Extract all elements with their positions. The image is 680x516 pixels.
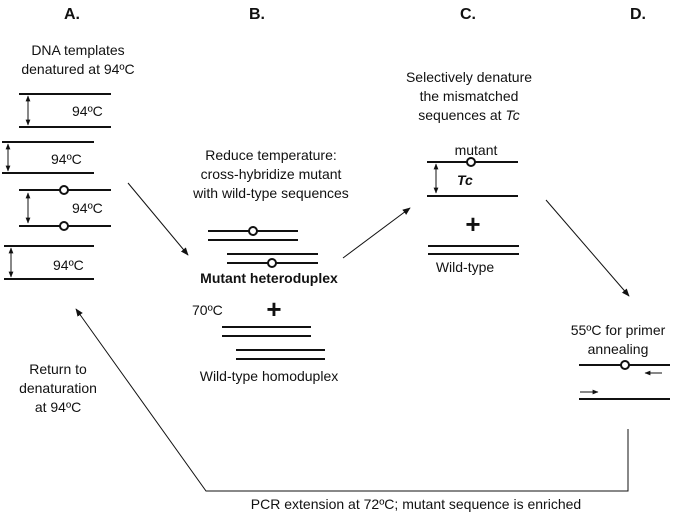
panel-a: DNA templates denatured at 94ºC 94ºC 94º…: [2, 42, 135, 280]
arrow-b-to-c: [342, 207, 411, 259]
heteroduplex-label: Mutant heteroduplex: [200, 270, 338, 286]
annealing-line-1: 55ºC for primer: [571, 322, 666, 338]
mutation-marker: [267, 258, 277, 268]
mutation-marker: [620, 360, 630, 370]
temp-label: 94ºC: [53, 257, 84, 273]
annealing-temp-label: 70ºC: [192, 302, 223, 318]
panel-b-title-line-3: with wild-type sequences: [192, 185, 349, 201]
homoduplex-label: Wild-type homoduplex: [200, 368, 339, 384]
panel-a-letter: A.: [64, 6, 80, 23]
return-line-1: Return to: [29, 361, 87, 377]
panel-b-letter: B.: [249, 6, 265, 23]
return-line-3: at 94ºC: [35, 399, 81, 415]
panel-a-title-line-2: denatured at 94ºC: [21, 61, 134, 77]
panel-b-title-line-2: cross-hybridize mutant: [201, 166, 342, 182]
plus-sign: +: [266, 294, 281, 324]
extension-label: PCR extension at 72ºC; mutant sequence i…: [251, 496, 581, 512]
return-loop: Return to denaturation at 94ºC PCR exten…: [19, 308, 629, 512]
panel-c-letter: C.: [460, 6, 476, 23]
arrow-c-to-d: [545, 199, 630, 297]
temp-label: 94ºC: [72, 200, 103, 216]
mutation-marker: [248, 226, 258, 236]
plus-sign: +: [465, 209, 480, 239]
arrow-a-to-b: [127, 182, 189, 256]
wildtype-label: Wild-type: [436, 259, 495, 275]
panel-d: 55ºC for primer annealing: [571, 322, 670, 400]
panel-c-title-line-2: the mismatched: [420, 88, 519, 104]
mutant-label: mutant: [455, 142, 498, 158]
panel-c-title-line-3: sequences at Tc: [418, 107, 519, 123]
mutation-marker: [59, 221, 69, 231]
return-arrow: [75, 308, 629, 492]
annealing-line-2: annealing: [588, 341, 649, 357]
panel-b-title-line-1: Reduce temperature:: [205, 147, 337, 163]
panel-d-letter: D.: [630, 6, 646, 23]
mutation-marker: [466, 157, 476, 167]
tc-label: Tc: [457, 172, 473, 188]
panel-b: Reduce temperature: cross-hybridize muta…: [192, 147, 349, 384]
temp-label: 94ºC: [51, 151, 82, 167]
panel-a-title-line-1: DNA templates: [31, 42, 124, 58]
panel-c: Selectively denature the mismatched sequ…: [406, 69, 532, 275]
panel-c-title-line-1: Selectively denature: [406, 69, 532, 85]
return-line-2: denaturation: [19, 380, 97, 396]
temp-label: 94ºC: [72, 103, 103, 119]
mutation-marker: [59, 185, 69, 195]
